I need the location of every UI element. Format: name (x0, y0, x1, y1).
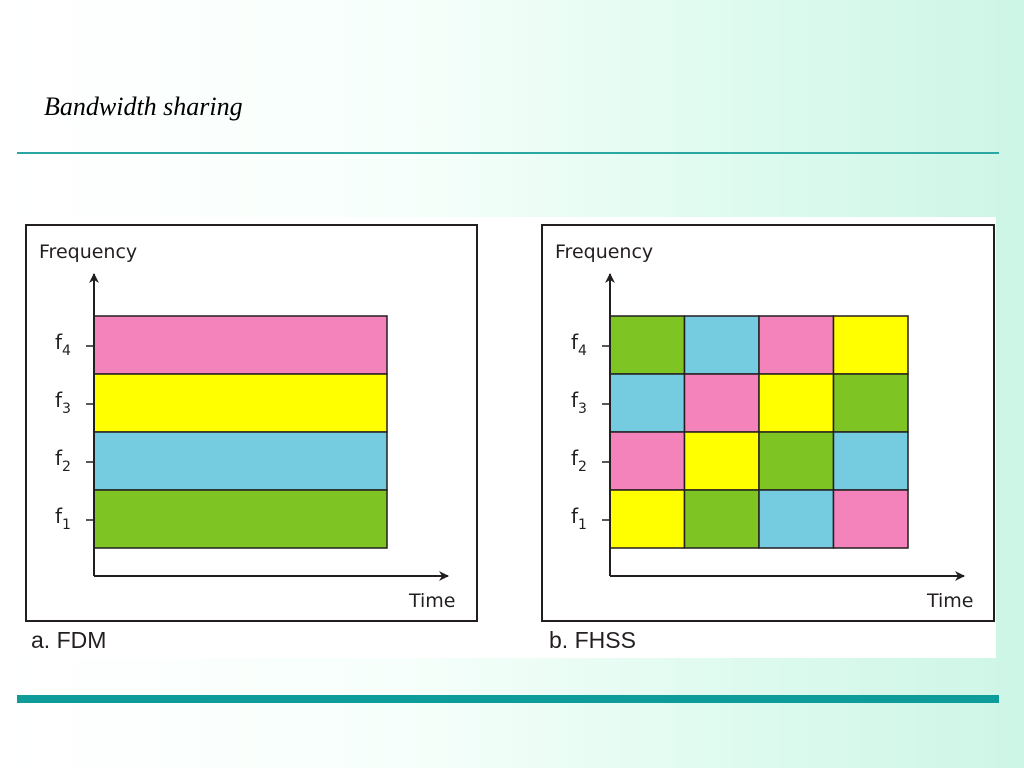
fhss-cell-r3-c4 (832, 431, 909, 491)
fdm-freq-ticks (86, 345, 94, 521)
fhss-cell-r3-c1 (609, 431, 686, 491)
fhss-diagram: Frequency f4 f3 f2 f1 Time (555, 241, 974, 612)
fdm-band-f1 (93, 489, 388, 549)
fhss-cell-r2-c3 (758, 373, 835, 433)
fhss-cell-r1-c4 (832, 315, 909, 375)
fdm-freq-label-f1: f1 (55, 504, 71, 533)
fhss-cell-r2-c4 (832, 373, 909, 433)
fdm-bands (93, 315, 388, 549)
fhss-freq-label-f1: f1 (571, 504, 587, 533)
fhss-panel: Frequency f4 f3 f2 f1 Time (541, 224, 995, 622)
fhss-cell-r3-c3 (758, 431, 835, 491)
fdm-diagram: Frequency f4 f3 f2 f1 Time (39, 241, 456, 612)
fhss-freq-labels: f4 f3 f2 f1 (571, 330, 587, 533)
slide-title: Bandwidth sharing (44, 92, 243, 121)
fdm-frequency-label: Frequency (39, 241, 137, 263)
footer-divider (17, 695, 999, 703)
fhss-cell-r2-c2 (683, 373, 760, 433)
fhss-grid (609, 315, 909, 549)
fhss-cell-r4-c1 (609, 489, 686, 549)
fhss-cell-r4-c3 (758, 489, 835, 549)
fdm-band-f2 (93, 431, 388, 491)
fhss-cell-r1-c3 (758, 315, 835, 375)
fdm-freq-label-f2: f2 (55, 446, 71, 475)
fhss-frequency-label: Frequency (555, 241, 653, 263)
fhss-freq-label-f2: f2 (571, 446, 587, 475)
fdm-band-f3 (93, 373, 388, 433)
fhss-cell-r1-c1 (609, 315, 686, 375)
fhss-freq-ticks (602, 345, 610, 521)
fhss-freq-label-f3: f3 (571, 388, 587, 417)
title-divider (17, 152, 999, 154)
fhss-cell-r4-c2 (683, 489, 760, 549)
fhss-cell-r1-c2 (683, 315, 760, 375)
fhss-cell-r2-c1 (609, 373, 686, 433)
fdm-freq-label-f3: f3 (55, 388, 71, 417)
fdm-time-label: Time (408, 590, 456, 612)
fdm-caption: a. FDM (31, 627, 107, 653)
fdm-panel: Frequency f4 f3 f2 f1 Time (25, 224, 478, 622)
fhss-cell-r3-c2 (683, 431, 760, 491)
fdm-freq-labels: f4 f3 f2 f1 (55, 330, 71, 533)
fhss-caption: b. FHSS (549, 627, 636, 653)
fhss-freq-label-f4: f4 (571, 330, 587, 359)
fdm-band-f4 (93, 315, 388, 375)
fhss-cell-r4-c4 (832, 489, 909, 549)
fhss-time-label: Time (926, 590, 974, 612)
fdm-freq-label-f4: f4 (55, 330, 71, 359)
